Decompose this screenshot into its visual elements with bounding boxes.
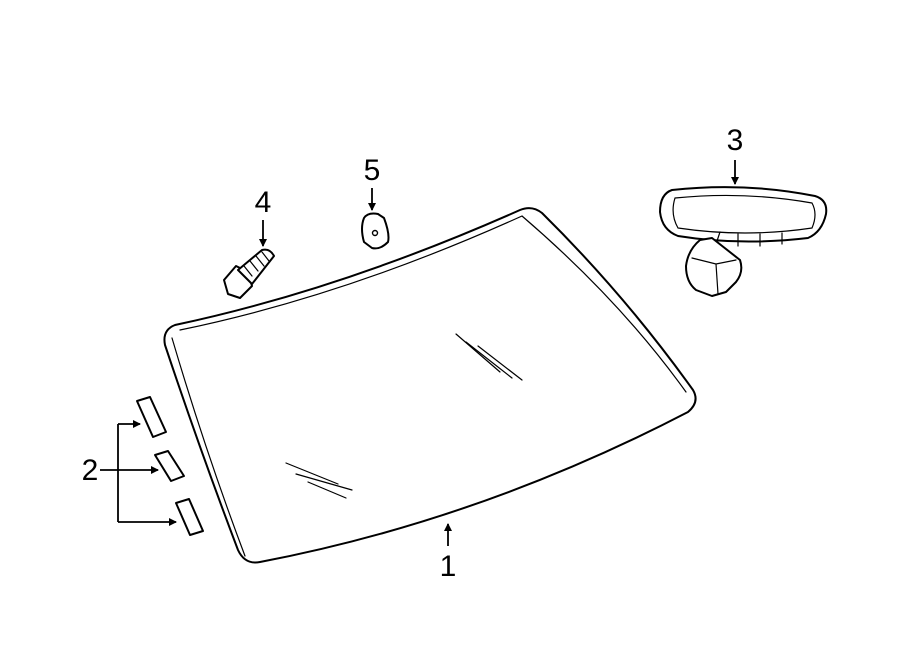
retainer-clip — [361, 212, 390, 250]
molding-strips — [136, 396, 204, 536]
rear-view-mirror — [659, 186, 828, 297]
mounting-bolt — [223, 248, 275, 299]
callout-4-label: 4 — [255, 186, 272, 219]
glass-reflection-lower — [285, 462, 353, 499]
callout-3-label: 3 — [727, 124, 744, 157]
callout-2-label: 2 — [82, 454, 99, 487]
callout-5-label: 5 — [364, 154, 381, 187]
callout-2-leaders — [100, 420, 177, 526]
windshield-glass — [163, 207, 697, 564]
callout-1-label: 1 — [440, 550, 457, 583]
glass-reflection-upper — [455, 333, 523, 381]
